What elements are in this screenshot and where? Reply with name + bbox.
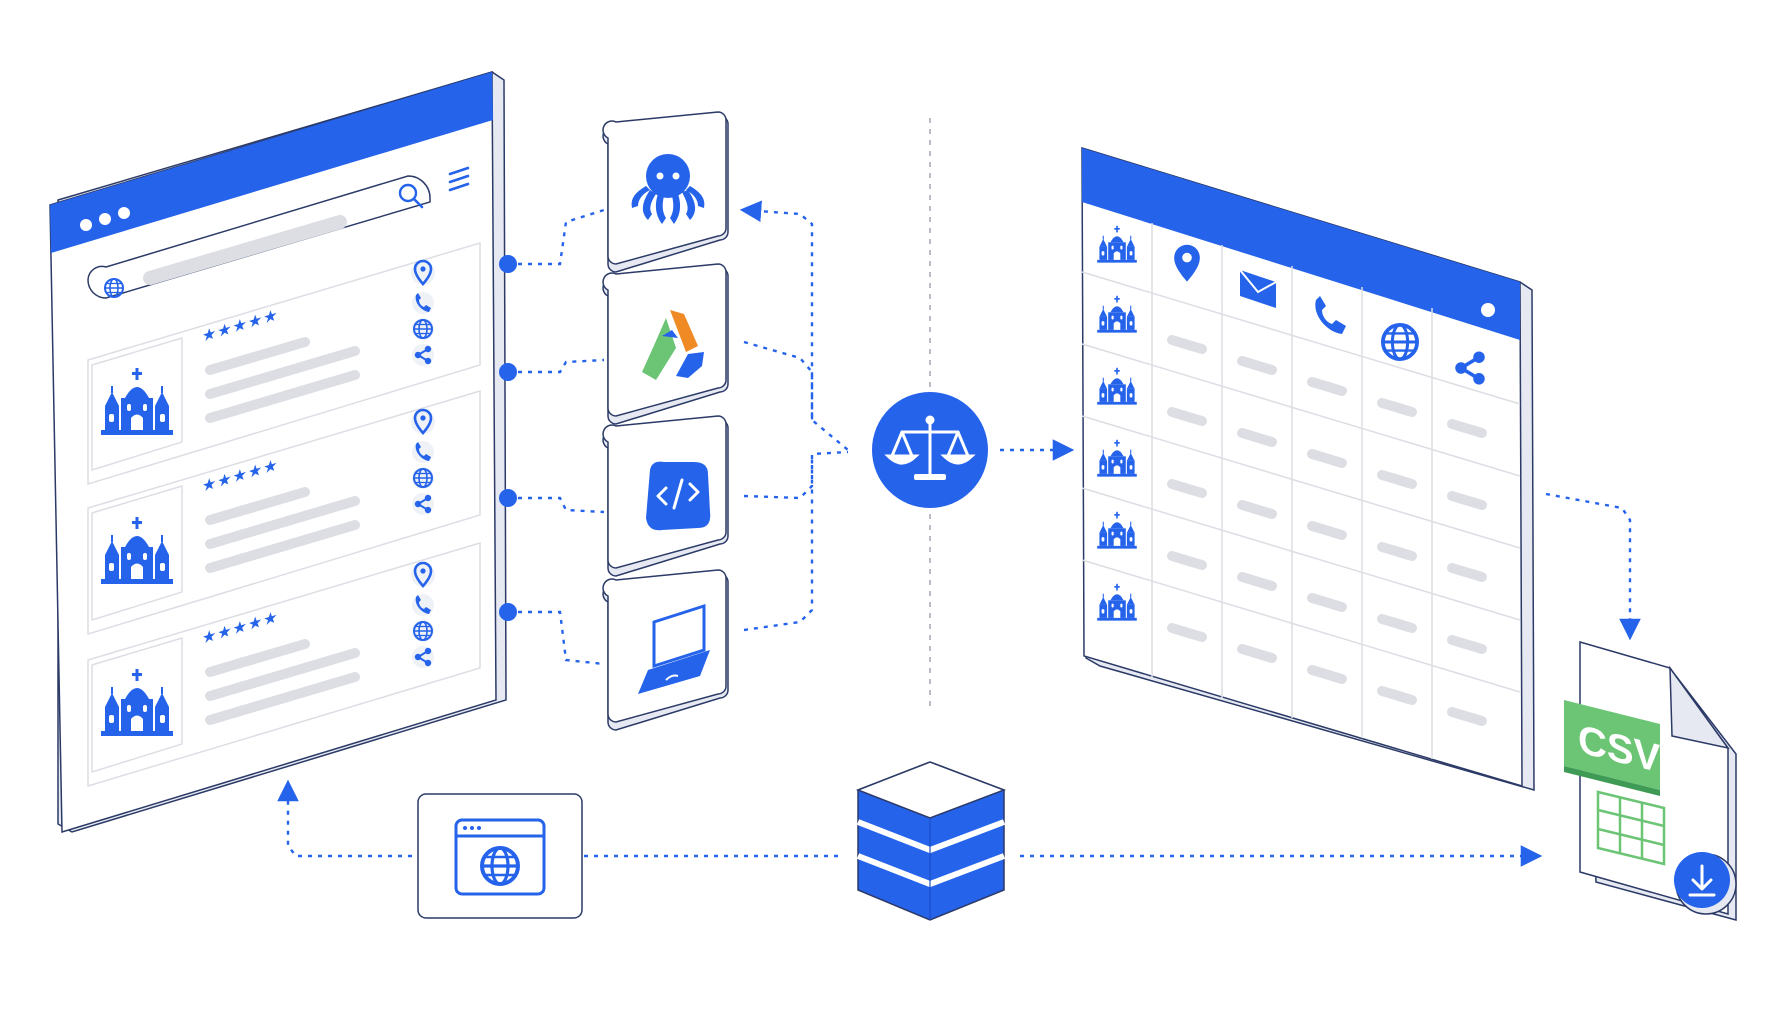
envelope-icon [1239, 269, 1277, 308]
csv-file[interactable]: CSV [1564, 641, 1737, 921]
spreadsheet-icon [1596, 790, 1666, 866]
octopus-icon [631, 154, 705, 224]
menu-icon[interactable] [448, 166, 470, 192]
results-table-window [1081, 146, 1535, 791]
search-icon[interactable] [398, 183, 424, 209]
csv-badge: CSV [1564, 700, 1660, 796]
table-grid [1081, 223, 1521, 759]
source-connectors [508, 208, 605, 666]
merge-node[interactable] [872, 392, 988, 508]
location-pin-icon [1174, 244, 1200, 282]
window-dot[interactable] [1481, 303, 1495, 317]
listing-card-1[interactable]: ★★★★★ [87, 241, 481, 486]
window-dot-2[interactable] [99, 213, 111, 225]
bottom-flow [277, 779, 1543, 867]
connector-nodes [499, 255, 517, 621]
source-tile-apify[interactable] [602, 263, 729, 425]
source-tile-octopus[interactable] [602, 111, 729, 273]
website-box[interactable] [417, 793, 583, 919]
laptop-icon [638, 603, 710, 694]
listing-card-3[interactable]: ★★★★★ [87, 541, 481, 788]
source-tile-code[interactable] [602, 415, 729, 577]
listing-card-2[interactable]: ★★★★★ [87, 389, 481, 636]
database-icon[interactable] [855, 761, 1007, 921]
table-header-icons [1174, 244, 1487, 387]
source-tile-laptop[interactable] [602, 569, 729, 731]
table-cells [1167, 335, 1487, 726]
window-dot-3[interactable] [118, 207, 130, 219]
window-dot-1[interactable] [80, 219, 92, 231]
apify-icon [642, 310, 704, 380]
browser-window: ★★★★★ ★★★★★ ★★★★★ [49, 70, 507, 834]
scale-icon [884, 415, 976, 480]
merge-connectors [739, 200, 849, 632]
download-icon[interactable] [1674, 852, 1737, 915]
arrow-to-csv [1545, 492, 1641, 641]
browser-globe-icon [454, 818, 546, 896]
code-icon [646, 461, 711, 531]
